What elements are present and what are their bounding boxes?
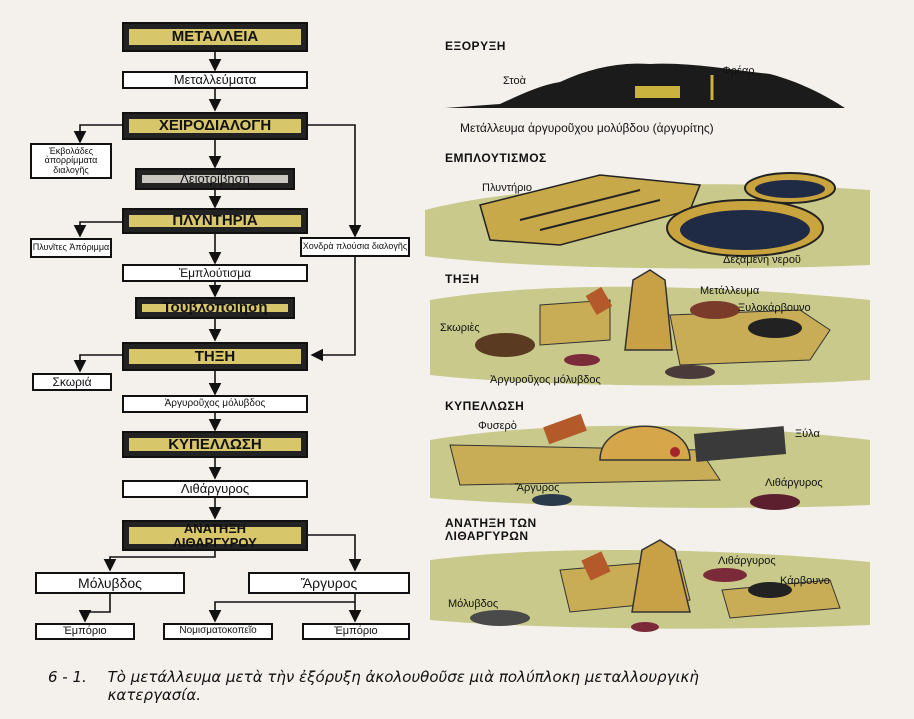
- emporio1-label: Ἐμπόριο: [63, 624, 107, 637]
- anatixi-molyvdos-label: Μόλυβδος: [448, 598, 499, 610]
- metallevmata-box: Μεταλλεύματα: [122, 71, 308, 89]
- plynites-label: Πλυνῖτες Ἀπόριμμα: [32, 242, 110, 253]
- fysero-label: Φυσερὸ: [478, 420, 517, 432]
- frear-label: Φρέαρ: [722, 65, 755, 77]
- metallevma-label: Μετάλλευμα: [700, 285, 760, 297]
- emploutisma-label: Ἐμπλούτισμα: [178, 265, 252, 280]
- exoryxi-caption: Μετάλλευμα ἀργυροῦχου μολύβδου (ἀργυρίτη…: [460, 121, 714, 135]
- molyvdos-box: Μόλυβδος: [35, 572, 185, 594]
- kypellosi-label: ΚΥΠΕΛΛΩΣΗ: [168, 435, 262, 453]
- anatixi-box: ΑΝΑΤΗΞΗ ΛΙΘΑΡΓΥΡΟΥ: [122, 520, 308, 551]
- kypellosi-lithargyros-label: Λιθάργυρος: [765, 477, 823, 489]
- skoria-box: Σκωριά: [32, 373, 112, 391]
- karvouno-label: Κάρβουνο: [780, 575, 830, 587]
- dexameni-label: Δεξαμενὴ νεροῦ: [723, 254, 801, 266]
- molyvdos-label: Μόλυβδος: [78, 574, 142, 591]
- emporio2-box: Ἐμπόριο: [302, 623, 410, 640]
- xyla-label: Ξύλα: [795, 428, 820, 440]
- leiotrivisi-label: Λειοτρίβηση: [180, 171, 250, 187]
- kypellosi-argyros-label: Ἄργυρος: [515, 482, 560, 494]
- stoa-label: Στοὰ: [503, 75, 526, 87]
- anatixi-illus-title: ΑΝΑΤΗΞΗ ΤΩΝ ΛΙΘΑΡΓΥΡΩΝ: [445, 516, 537, 544]
- tixi-argyrouchos-label: Ἀργυροῦχος μόλυβδος: [490, 374, 601, 386]
- chondra-label: Χονδρὰ πλούσια διαλογῆς: [302, 241, 408, 252]
- emploutisma-box: Ἐμπλούτισμα: [122, 264, 308, 282]
- emporio2-label: Ἐμπόριο: [334, 624, 378, 637]
- anatixi-label: ΑΝΑΤΗΞΗ ΛΙΘΑΡΓΥΡΟΥ: [173, 520, 257, 550]
- figure-caption: 6 - 1. Τὸ μετάλλευμα μετὰ τὴν ἐξόρυξη ἀκ…: [48, 668, 748, 704]
- touvlopoiisi-box: Τουβλοποίηση: [135, 297, 295, 319]
- cheirodialogi-box: ΧΕΙΡΟΔΙΑΛΟΓΗ: [122, 112, 308, 140]
- smelting-illustration: [430, 269, 870, 386]
- mine-illustration: [445, 63, 845, 108]
- plyntirio-label: Πλυντήριο: [482, 182, 532, 194]
- argyros-box: Ἄργυρος: [248, 572, 410, 594]
- argyros-label: Ἄργυρος: [300, 574, 358, 591]
- anatixi-lithargyros-label: Λιθάργυρος: [718, 555, 776, 567]
- metalleia-box: ΜΕΤΑΛΛΕΙΑ: [122, 22, 308, 52]
- ekvolades-box: Ἐκβολάδες ἀπορρίμματα διαλογῆς: [30, 143, 112, 179]
- emploutismos-title: ΕΜΠΛΟΥΤΙΣΜΟΣ: [445, 151, 547, 165]
- nomismatokopeio-box: Νομισματοκοπεῖο: [163, 623, 273, 640]
- emporio1-box: Ἐμπόριο: [35, 623, 135, 640]
- argyrouchos-box: Ἀργυροῦχος μόλυβδος: [122, 395, 308, 413]
- argyrouchos-label: Ἀργυροῦχος μόλυβδος: [164, 397, 266, 409]
- touvlopoiisi-label: Τουβλοποίηση: [162, 299, 268, 317]
- tixi-box: ΤΗΞΗ: [122, 342, 308, 371]
- washery-illustration: [425, 172, 870, 269]
- tixi-illus-title: ΤΗΞΗ: [445, 272, 480, 286]
- plynites-box: Πλυνῖτες Ἀπόριμμα: [30, 238, 112, 258]
- resmelting-illustration: [430, 539, 870, 632]
- metallevmata-label: Μεταλλεύματα: [173, 72, 257, 88]
- ekvolades-label: Ἐκβολάδες ἀπορρίμματα διαλογῆς: [44, 145, 98, 175]
- figure-caption-text: Τὸ μετάλλευμα μετὰ τὴν ἐξόρυξη ἀκολουθοῦ…: [107, 668, 699, 704]
- leiotrivisi-box: Λειοτρίβηση: [135, 168, 295, 190]
- exoryxi-title: ΕΞΟΡΥΞΗ: [445, 39, 506, 53]
- skoria-label: Σκωριά: [52, 374, 92, 389]
- plyntiria-label: ΠΛΥΝΤΗΡΙΑ: [172, 212, 258, 230]
- kypellosi-illus-title: ΚΥΠΕΛΛΩΣΗ: [445, 399, 525, 413]
- kypellosi-box: ΚΥΠΕΛΛΩΣΗ: [122, 431, 308, 458]
- nomismatokopeio-label: Νομισματοκοπεῖο: [179, 625, 257, 637]
- lithargyros-label: Λιθάργυρος: [180, 481, 250, 497]
- skories-label: Σκωριὲς: [440, 322, 480, 334]
- chondra-box: Χονδρὰ πλούσια διαλογῆς: [300, 237, 410, 257]
- cupellation-illustration: [430, 413, 870, 510]
- lithargyros-box: Λιθάργυρος: [122, 480, 308, 498]
- figure-number: 6 - 1.: [48, 668, 87, 686]
- plyntiria-box: ΠΛΥΝΤΗΡΙΑ: [122, 208, 308, 234]
- tixi-label: ΤΗΞΗ: [194, 347, 236, 365]
- xylokarvouno-label: Ξυλοκάρβουνο: [738, 302, 811, 314]
- cheirodialogi-label: ΧΕΙΡΟΔΙΑΛΟΓΗ: [158, 117, 272, 135]
- metalleia-label: ΜΕΤΑΛΛΕΙΑ: [171, 28, 259, 46]
